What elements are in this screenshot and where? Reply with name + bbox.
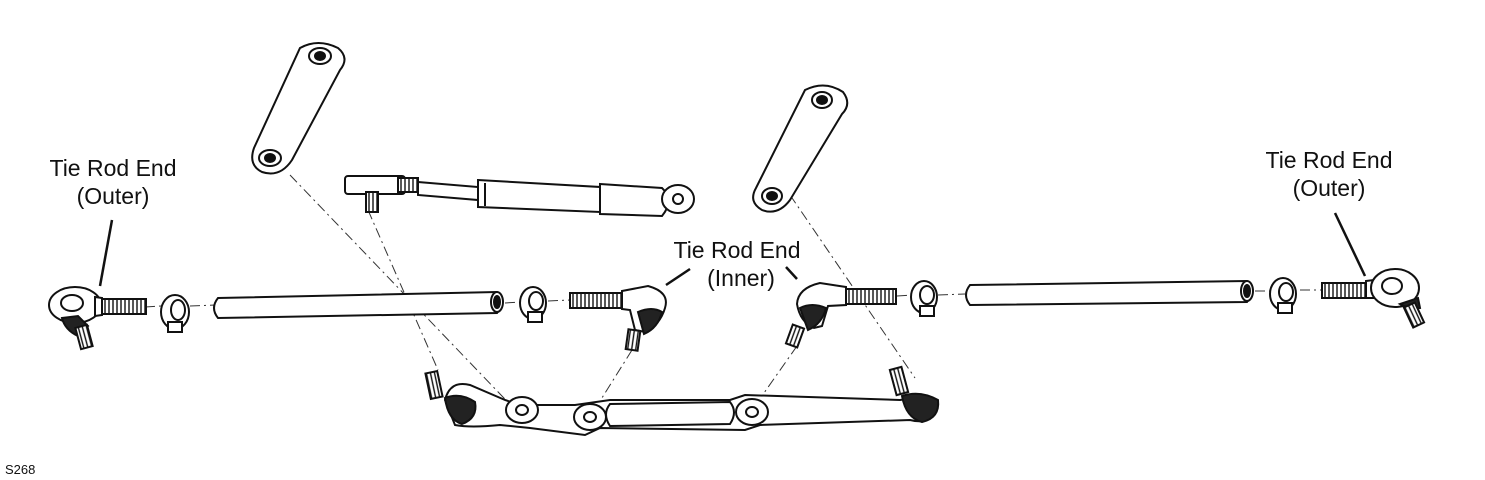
lock-nut-2 [519, 286, 547, 323]
lock-nut-4 [1269, 277, 1297, 314]
adjusting-tube-left [213, 290, 504, 320]
label-line-1: Tie Rod End [49, 155, 177, 181]
label-line-1: Tie Rod End [673, 237, 801, 263]
label-line-2: (Outer) [1292, 175, 1366, 201]
figure-code: S268 [5, 462, 36, 477]
tie-rod-end-inner-right [784, 281, 897, 349]
center-link [424, 365, 940, 437]
tie-rod-end-outer-right [1321, 268, 1426, 329]
steering-damper [344, 175, 695, 218]
leader-lines [98, 212, 1367, 287]
lock-nut-3 [910, 280, 938, 317]
label-tie-rod-end-outer-right: Tie Rod End (Outer) [1234, 146, 1424, 202]
tie-rod-end-outer-left [48, 286, 147, 351]
adjusting-tube-right [965, 279, 1254, 307]
lock-nut-1 [160, 294, 190, 333]
idler-arm-right [752, 84, 849, 213]
idler-arm-left [251, 42, 346, 175]
label-line-2: (Outer) [76, 183, 150, 209]
tie-rod-end-inner-left [569, 284, 667, 352]
label-line-2: (Inner) [707, 265, 775, 291]
label-tie-rod-end-outer-left: Tie Rod End (Outer) [18, 154, 208, 210]
label-line-1: Tie Rod End [1265, 147, 1393, 173]
label-tie-rod-end-inner: Tie Rod End (Inner) [642, 236, 832, 292]
